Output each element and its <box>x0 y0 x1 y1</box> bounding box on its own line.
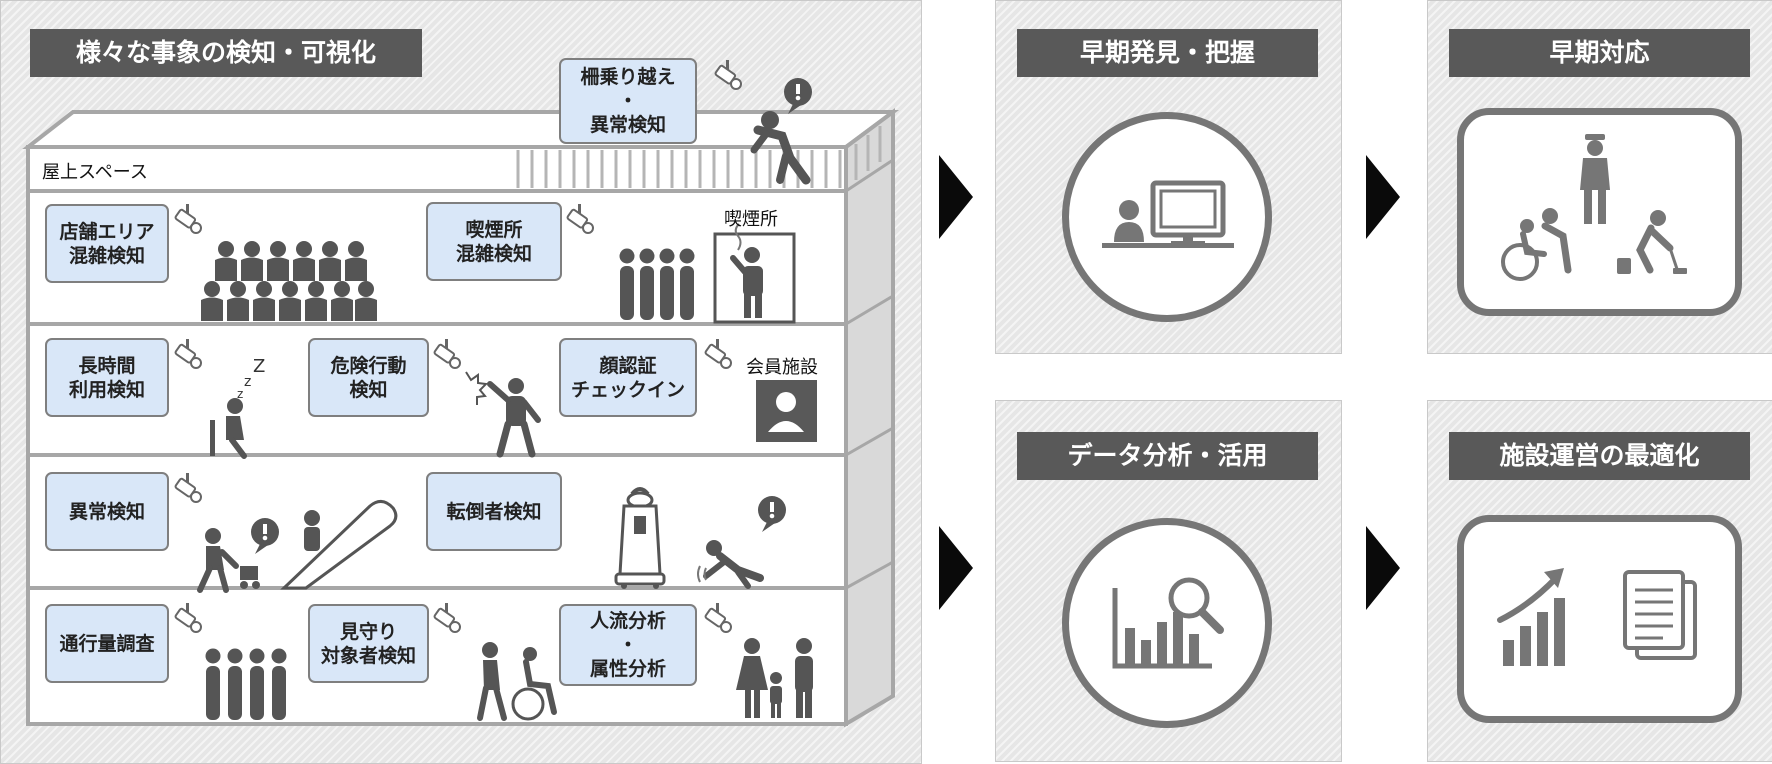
svg-text:z: z <box>237 387 243 401</box>
panel-early-detection-title: 早期発見・把握 <box>1017 29 1318 77</box>
early-response-box <box>1457 108 1742 316</box>
smoking-room-icon <box>713 223 796 324</box>
svg-text:Z: Z <box>253 356 265 377</box>
rooftop-label: 屋上スペース <box>42 162 148 183</box>
detection-fallen-person: 転倒者検知 <box>426 472 562 551</box>
detection-dangerous-behavior: 危険行動 検知 <box>308 338 429 417</box>
sleeping-person-icon: Z z z <box>210 356 265 459</box>
flow-arrow-top-left <box>939 155 973 239</box>
facility-optimization-icon <box>1497 568 1697 666</box>
detection-watch-target: 見守り 対象者検知 <box>308 604 429 683</box>
detection-long-stay: 長時間 利用検知 <box>45 338 169 417</box>
flow-arrow-bottom-right <box>1366 526 1400 610</box>
detection-abnormal: 異常検知 <box>45 472 169 551</box>
left-panel-title: 様々な事象の検知・可視化 <box>30 29 422 77</box>
family-icon <box>736 638 813 718</box>
guard-robot-icon <box>614 487 666 589</box>
panel-early-response-title: 早期対応 <box>1449 29 1750 77</box>
escalator-icon <box>280 500 398 590</box>
wheelchair-assist-icon <box>477 642 557 721</box>
panel-facility-optimization-title: 施設運営の最適化 <box>1449 432 1750 480</box>
stroller-person-icon <box>197 528 260 593</box>
detection-store-congestion: 店舗エリア 混雑検知 <box>45 204 169 283</box>
detection-fence-climbing: 柵乗り越え ・ 異常検知 <box>559 58 697 144</box>
monitoring-operator-icon <box>1102 180 1234 248</box>
data-analysis-icon <box>1112 577 1224 669</box>
flow-arrow-bottom-left <box>939 526 973 610</box>
member-facility-icon <box>756 380 817 442</box>
panel-data-analysis-title: データ分析・活用 <box>1017 432 1318 480</box>
fence-climber-icon <box>750 111 811 185</box>
svg-text:z: z <box>244 374 251 390</box>
detection-smoking-congestion: 喫煙所 混雑検知 <box>426 202 562 281</box>
flow-arrow-top-right <box>1366 155 1400 239</box>
detection-traffic-survey: 通行量調査 <box>45 604 169 683</box>
fallen-person-icon <box>697 540 764 589</box>
detection-flow-attribute: 人流分析 ・ 属性分析 <box>559 604 697 686</box>
dangerous-behavior-icon <box>465 371 541 458</box>
detection-face-checkin: 顔認証 チェックイン <box>559 338 697 417</box>
smoking-room-label: 喫煙所 <box>724 209 778 230</box>
member-facility-label: 会員施設 <box>746 357 818 378</box>
staff-response-icon <box>1501 134 1687 281</box>
